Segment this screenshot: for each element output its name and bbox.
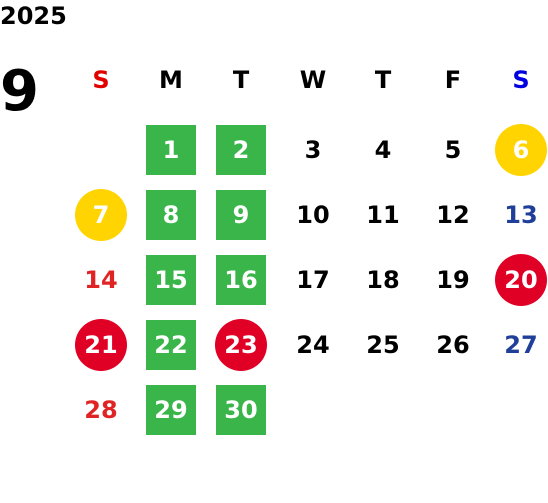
weekday-header-sunday: S	[92, 66, 110, 94]
calendar-day-18: 18	[366, 266, 400, 294]
calendar-day-12: 12	[436, 201, 470, 229]
weekday-header-friday: F	[444, 66, 462, 94]
calendar-day-4: 4	[374, 136, 392, 164]
calendar-day-7: 7	[75, 189, 127, 241]
calendar-day-6: 6	[495, 124, 547, 176]
calendar-day-16: 16	[216, 255, 266, 305]
weekday-header-wednesday: W	[299, 66, 327, 94]
weekday-header-tuesday: T	[232, 66, 250, 94]
calendar-day-25: 25	[366, 331, 400, 359]
calendar-day-20: 20	[495, 254, 547, 306]
calendar-day-14: 14	[84, 266, 118, 294]
calendar-day-10: 10	[296, 201, 330, 229]
weekday-header-monday: M	[159, 66, 183, 94]
calendar-day-8: 8	[146, 190, 196, 240]
calendar-day-11: 11	[366, 201, 400, 229]
weekday-header-saturday: S	[512, 66, 530, 94]
calendar-day-9: 9	[216, 190, 266, 240]
calendar-day-13: 13	[504, 201, 538, 229]
calendar-day-22: 22	[146, 320, 196, 370]
year-label: 2025	[0, 2, 67, 30]
calendar-day-2: 2	[216, 125, 266, 175]
calendar-day-24: 24	[296, 331, 330, 359]
calendar-day-26: 26	[436, 331, 470, 359]
calendar-day-15: 15	[146, 255, 196, 305]
calendar-day-29: 29	[146, 385, 196, 435]
calendar-day-27: 27	[504, 331, 538, 359]
calendar-day-23: 23	[215, 319, 267, 371]
calendar-day-5: 5	[444, 136, 462, 164]
calendar-day-28: 28	[84, 396, 118, 424]
calendar-day-19: 19	[436, 266, 470, 294]
month-number: 9	[0, 59, 39, 124]
calendar-day-17: 17	[296, 266, 330, 294]
calendar-day-21: 21	[75, 319, 127, 371]
weekday-header-thursday: T	[374, 66, 392, 94]
calendar-day-1: 1	[146, 125, 196, 175]
calendar-day-30: 30	[216, 385, 266, 435]
calendar-day-3: 3	[304, 136, 322, 164]
